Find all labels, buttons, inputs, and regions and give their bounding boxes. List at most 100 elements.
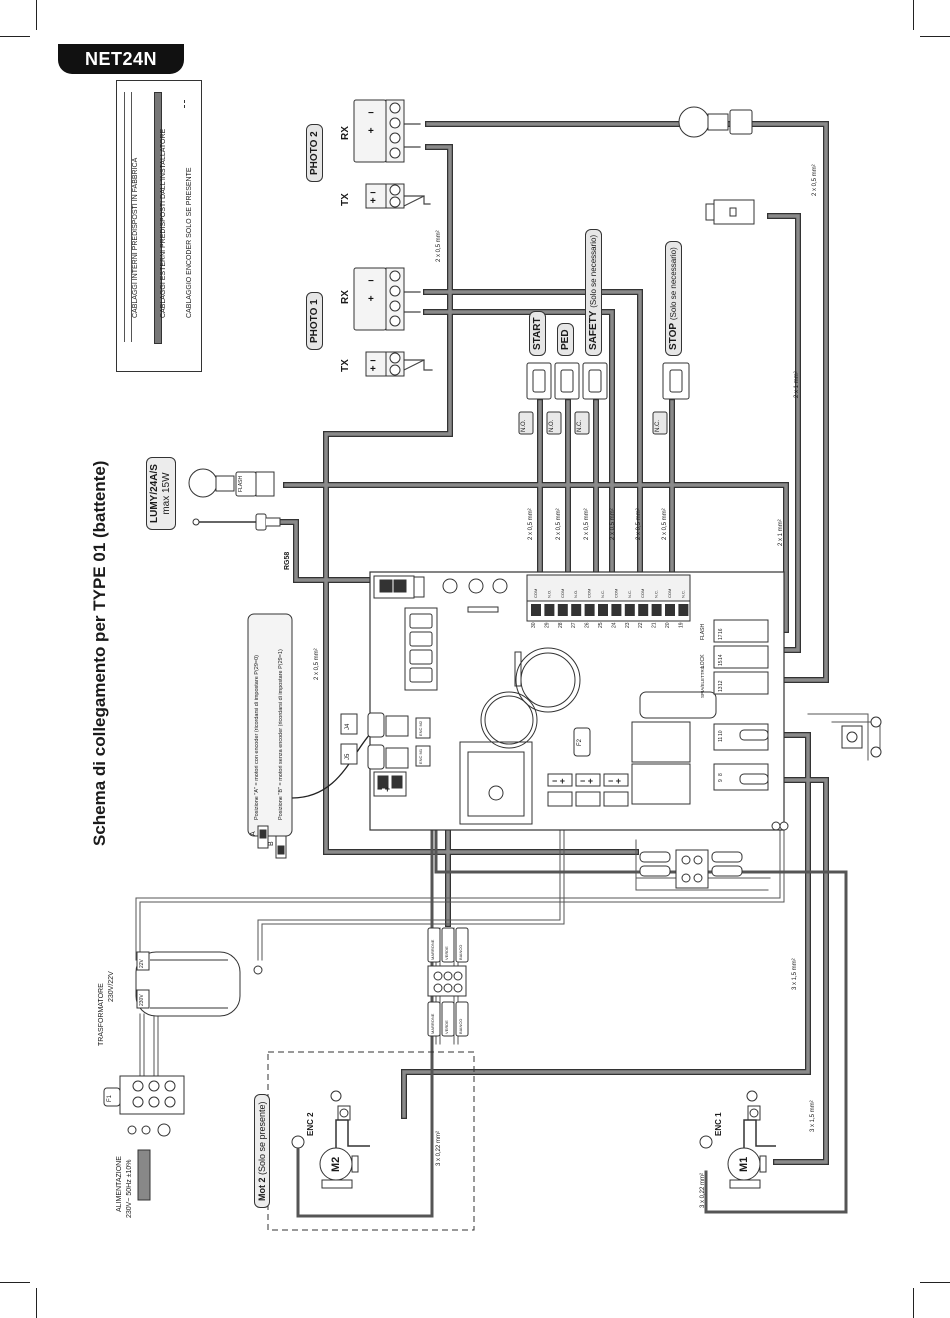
encoder-note-a: Posizione "A" = motori con encoder (rico… <box>254 654 260 820</box>
board-terminal-number: 22 <box>638 622 644 628</box>
safety-note: (Solo se necessario) <box>589 234 598 308</box>
wire-colour-bottom-3: BIANCO <box>458 1018 463 1034</box>
board-terminal-number: 27 <box>571 622 577 628</box>
cable-label-lock: 2 x 1 mm² <box>794 371 800 398</box>
transformer <box>135 951 262 1017</box>
cable-label-ped: 2 x 0,5 mm² <box>556 508 562 540</box>
encoder-m1-tag: ENC M1 <box>418 748 423 764</box>
photo1-tx-label: TX <box>340 359 351 372</box>
board-terminal-screw <box>584 604 595 616</box>
contact-tag-stop: N.C. <box>655 420 661 432</box>
photo2-label: PHOTO 2 <box>306 124 323 182</box>
stop-note: (Solo se necessario) <box>669 247 678 321</box>
push-buttons <box>526 362 690 400</box>
svg-text:− +: − + <box>377 784 390 794</box>
board-terminal-screw <box>544 604 555 616</box>
motor2-label: M2 <box>330 1156 342 1172</box>
cable-label-stop: 2 x 0,5 mm² <box>662 508 668 540</box>
svg-text:− +: − + <box>608 776 621 786</box>
board-terminal-screw <box>611 604 622 616</box>
ped-label: PED <box>557 323 574 356</box>
crop-mark <box>36 0 37 30</box>
board-terminal-tag: COM <box>533 589 538 598</box>
photo-wiring <box>403 123 433 371</box>
connector-j4-label: J4 <box>345 723 351 730</box>
cable-label-photo-rx2: 2 x 0,5 mm² <box>636 508 642 540</box>
crop-mark <box>0 36 30 37</box>
board-terminal-17: 17 <box>718 634 724 640</box>
crop-mark <box>913 1288 914 1318</box>
board-terminal-screw <box>651 604 662 616</box>
crop-mark <box>36 1288 37 1318</box>
board-terminal-screw <box>638 604 649 616</box>
start-label: START <box>529 311 546 356</box>
motor2-note: (Solo se presente) <box>257 1101 267 1175</box>
board-terminal-screw <box>665 604 675 616</box>
motor2-frame <box>267 1051 475 1231</box>
fuse-f2-label: F2 <box>577 738 583 746</box>
svg-text:− +: − + <box>552 776 565 786</box>
supply-rating: 230V~ 50Hz ±10% <box>126 1159 133 1218</box>
cable-label-enc1: 3 x 0,22 mm² <box>700 1172 706 1208</box>
board-terminal-13: 13 <box>718 686 724 692</box>
board-terminal-number: 30 <box>531 622 537 628</box>
stop-title: STOP <box>668 322 679 350</box>
stop-label: STOP (Solo se necessario) <box>665 241 682 356</box>
motor2-title: Mot 2 (Solo se presente) <box>254 1094 270 1208</box>
connector-j5-label: J5 <box>345 753 351 760</box>
supply-terminal <box>103 1075 185 1201</box>
contact-tag-ped: N.O. <box>549 419 555 432</box>
supply-title: ALIMENTAZIONE <box>116 1156 123 1212</box>
model-badge: NET24N <box>58 44 184 74</box>
board-terminal-tag: COM <box>587 589 592 598</box>
safety-label: SAFETY (Solo se necessario) <box>585 228 602 356</box>
crop-mark <box>0 1282 30 1283</box>
board-components <box>373 575 781 831</box>
board-terminal-tag: N.C. <box>680 590 685 598</box>
fuse-f1-label: F1 <box>107 1094 113 1102</box>
board-terminal-number: 20 <box>665 622 671 628</box>
board-terminal-9: 9 <box>718 779 724 782</box>
antenna-label: RG58 <box>284 551 291 570</box>
board-terminal-number: 29 <box>544 622 550 628</box>
svg-text:+: + <box>370 196 376 207</box>
jumper-icons <box>257 825 287 859</box>
cable-label-photo-main: 2 x 0,5 mm² <box>314 648 320 680</box>
lamps <box>188 106 753 498</box>
cable-label-flash: 2 x 1 mm² <box>778 519 784 546</box>
svg-text:+: + <box>368 126 374 137</box>
contact-tags <box>518 411 668 435</box>
wire-colour-bottom-2: VERDE <box>444 1020 449 1034</box>
photo2-tx-label: TX <box>340 193 351 206</box>
safety-title: SAFETY <box>588 310 599 350</box>
motor-wires <box>335 1119 776 1148</box>
cable-label-enc2: 3 x 0,22 mm² <box>436 1130 442 1166</box>
motors <box>291 1090 767 1189</box>
board-terminal-tag: COM <box>613 589 618 598</box>
cable-label-photo-rx1: 2 x 0,5 mm² <box>610 508 616 540</box>
wire-colour-top-1: MARRONE <box>430 939 435 960</box>
board-terminal-8: 8 <box>718 773 724 776</box>
photocell-polarity: −+ −+ −+ −+ <box>368 108 376 375</box>
transformer-secondary: 22V <box>139 959 145 968</box>
board-terminal-screw <box>624 604 635 616</box>
earth-terminal-right <box>841 716 882 758</box>
board-terminal-number: 24 <box>611 622 617 628</box>
lamp-label: LUMY/24A/S max 15W <box>146 457 176 530</box>
transformer-title: TRASFORMATORE <box>98 983 105 1046</box>
encoder1-label: ENC 1 <box>714 1112 723 1136</box>
polarity-marks: − + − + − + − + <box>377 776 621 794</box>
board-terminal-14: 14 <box>718 654 724 660</box>
transformer-primary: 230V <box>139 994 145 1006</box>
crop-mark <box>920 1282 950 1283</box>
board-terminal-number: 23 <box>625 622 631 628</box>
cable-label-photo: 2 x 0,5 mm² <box>436 230 442 262</box>
motor-splice-block <box>639 729 769 889</box>
motor1-label: M1 <box>738 1156 750 1172</box>
board-terminal-tag: COM <box>667 589 672 598</box>
crop-mark <box>913 0 914 30</box>
encoder-note-box <box>247 613 293 837</box>
encoder2-label: ENC 2 <box>306 1112 315 1136</box>
